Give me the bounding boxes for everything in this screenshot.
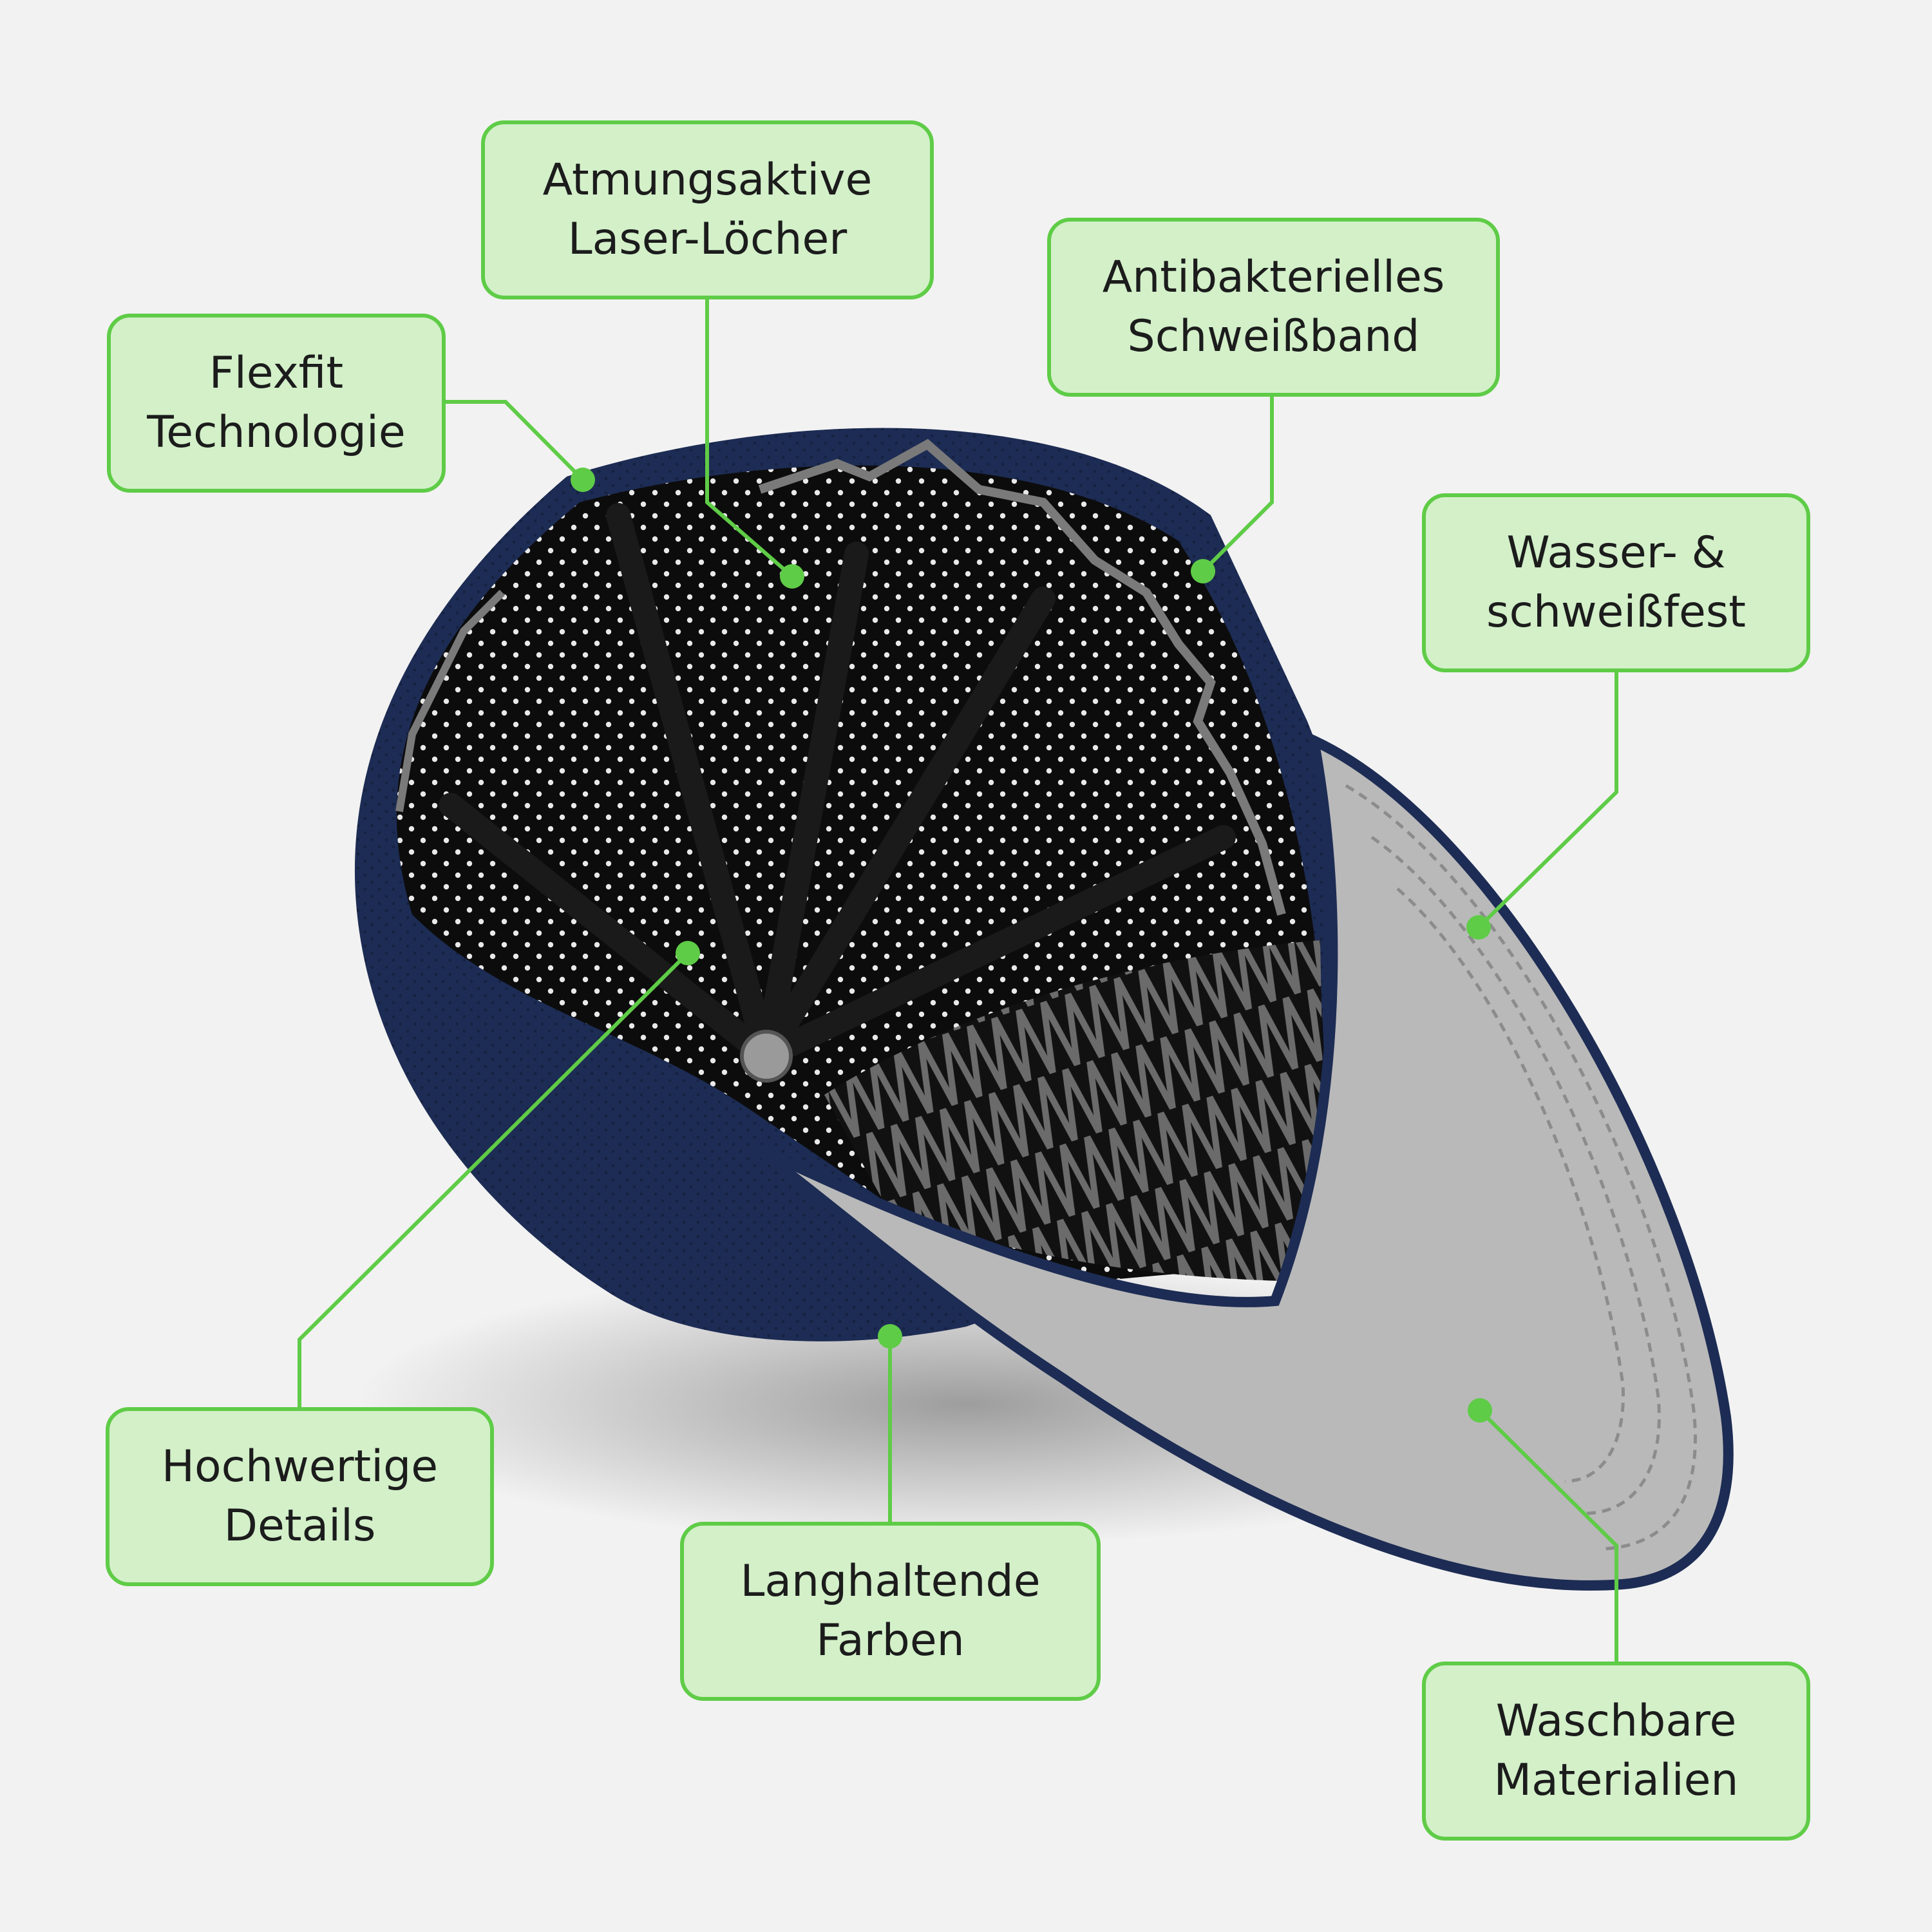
callout-details-line-1: Hochwertige: [161, 1441, 439, 1492]
callout-laser-line-2: Laser-Löcher: [567, 214, 848, 265]
callout-laser: Atmungsaktive Laser-Löcher: [481, 120, 934, 299]
leader-laser: [705, 299, 793, 578]
leader-washable: [1478, 1408, 1618, 1662]
dot-colors: [878, 1324, 902, 1349]
callout-sweatband-line-2: Schweißband: [1127, 311, 1420, 362]
sweatband-mountains-left: [395, 589, 506, 812]
dot-flexfit: [571, 468, 595, 492]
callout-laser-line-1: Atmungsaktive: [542, 155, 873, 205]
callout-flexfit-line-1: Flexfit: [209, 348, 344, 399]
panel-seams: [439, 503, 1236, 1068]
callout-flexfit: Flexfit Technologie: [107, 314, 446, 493]
dot-washable: [1468, 1398, 1492, 1423]
dot-water: [1466, 915, 1491, 940]
callout-colors: Langhaltende Farben: [680, 1522, 1101, 1701]
callout-colors-line-1: Langhaltende: [740, 1556, 1041, 1607]
cap-top-button: [740, 1030, 793, 1083]
cap-visor: [750, 732, 1734, 1591]
callout-details: Hochwertige Details: [106, 1407, 494, 1586]
callout-washable-line-2: Materialien: [1493, 1755, 1739, 1806]
dot-details: [676, 941, 700, 965]
callout-washable-line-1: Waschbare: [1495, 1696, 1737, 1747]
brim-inner-band: [824, 940, 1327, 1282]
callout-water-line-1: Wasser- &: [1506, 527, 1726, 578]
callout-sweatband: Antibakterielles Schweißband: [1047, 218, 1500, 397]
callout-details-line-2: Details: [223, 1501, 376, 1551]
sweatband-mountains: [758, 439, 1286, 916]
visor-stitching: [1345, 784, 1697, 1551]
leader-dots: [571, 468, 1492, 1423]
leader-lines: [298, 299, 1618, 1662]
leader-water: [1477, 670, 1618, 929]
callout-washable: Waschbare Materialien: [1422, 1662, 1810, 1841]
dot-sweatband: [1191, 559, 1215, 583]
callout-flexfit-line-2: Technologie: [147, 407, 406, 458]
leader-flexfit: [444, 400, 585, 482]
leader-sweatband: [1201, 395, 1274, 573]
callout-water-line-2: schweißfest: [1486, 587, 1746, 638]
callout-water: Wasser- & schweißfest: [1422, 493, 1810, 672]
callout-colors-line-2: Farben: [816, 1615, 965, 1666]
dot-laser: [780, 564, 804, 589]
callout-sweatband-line-1: Antibakterielles: [1102, 252, 1445, 303]
leader-details: [298, 951, 690, 1408]
